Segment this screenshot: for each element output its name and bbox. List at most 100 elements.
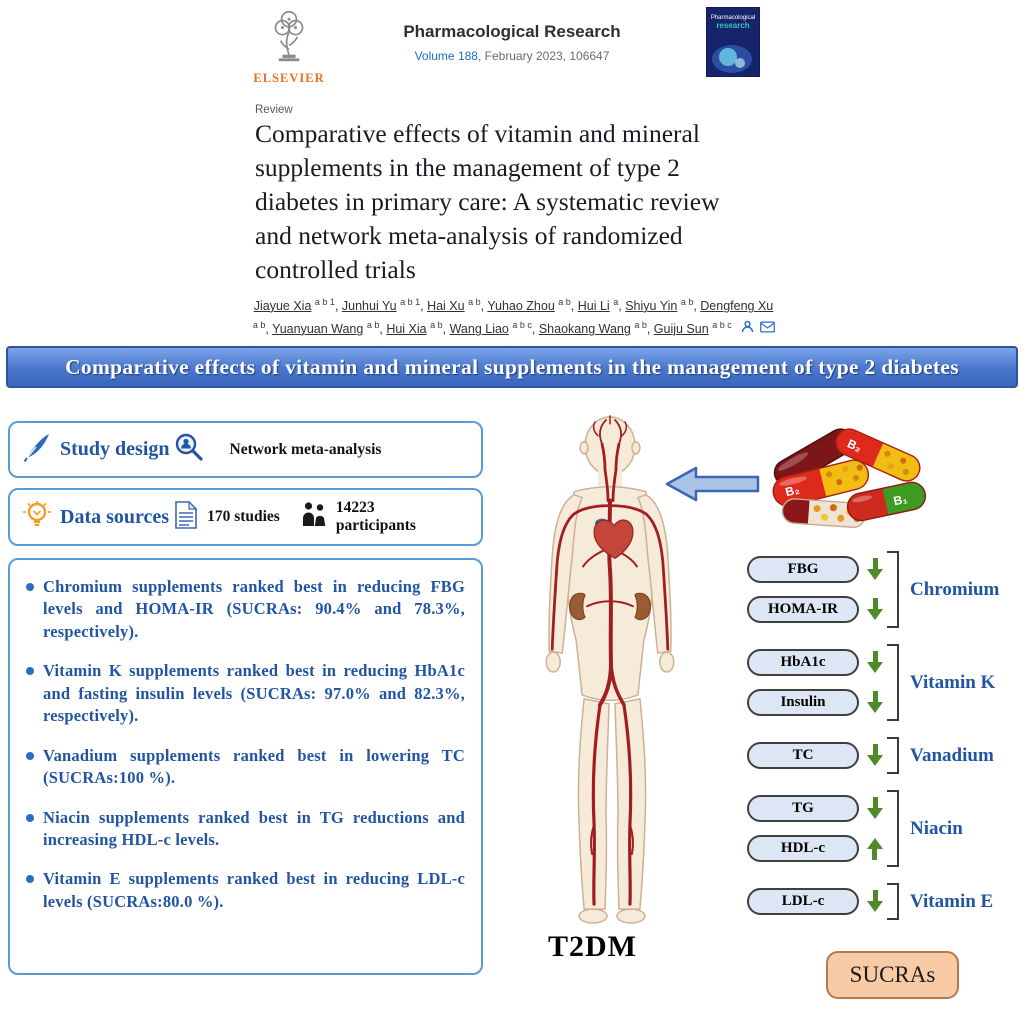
bullet-dot-icon bbox=[26, 667, 34, 676]
article-type-label: Review bbox=[255, 104, 293, 116]
finding-item: Vitamin E supplements ranked best in red… bbox=[24, 868, 465, 913]
finding-text: Vanadium supplements ranked best in lowe… bbox=[43, 745, 465, 788]
elsevier-tree-icon bbox=[259, 10, 319, 68]
author-superscript: a b bbox=[555, 297, 571, 307]
finding-text: Vitamin E supplements ranked best in red… bbox=[43, 869, 465, 911]
supplement-label: Chromium bbox=[910, 578, 1000, 600]
author: Yuanyuan Wang a b, bbox=[272, 320, 386, 337]
supplement-pills-illustration: B₂ B₂ bbox=[758, 416, 928, 536]
author: Hui Xia a b, bbox=[386, 320, 450, 337]
data-sources-label: Data sources bbox=[60, 505, 170, 528]
article-title: Comparative effects of vitamin and miner… bbox=[255, 119, 720, 284]
journal-title[interactable]: Pharmacological Research bbox=[403, 22, 621, 41]
author-link[interactable]: Jiayue Xia bbox=[253, 299, 312, 314]
outcome-badge: TC bbox=[747, 742, 859, 769]
author: Guiju Sun a b c bbox=[653, 320, 735, 337]
author-superscript: a b bbox=[631, 320, 647, 331]
badge-row: HbA1c bbox=[747, 649, 883, 676]
studies-count: 170 studies bbox=[207, 508, 280, 525]
author-link[interactable]: Shaokang Wang bbox=[538, 322, 631, 337]
author-link[interactable]: Yuhao Zhou bbox=[487, 299, 555, 314]
outcome-badge: FBG bbox=[747, 556, 859, 583]
direction-arrow-icon bbox=[867, 837, 883, 860]
human-body-vascular-illustration bbox=[488, 406, 738, 934]
author-link[interactable]: Guiju Sun bbox=[653, 322, 709, 337]
author-link[interactable]: Hui Li bbox=[577, 299, 610, 314]
author-link[interactable]: Hai Xu bbox=[427, 299, 465, 314]
graphical-abstract-banner: Comparative effects of vitamin and miner… bbox=[6, 346, 1018, 388]
pill-label: B₂ bbox=[845, 436, 864, 455]
cover-subtitle: research bbox=[716, 21, 749, 30]
volume-link[interactable]: Volume 188 bbox=[414, 49, 478, 63]
bracket bbox=[887, 790, 899, 867]
outcome-group: TG HDL-c Niacin bbox=[747, 790, 1019, 867]
author-link[interactable]: Junhui Yu bbox=[341, 299, 397, 314]
bullet-dot-icon bbox=[26, 875, 34, 884]
person-icon[interactable] bbox=[741, 319, 754, 341]
badge-row: Insulin bbox=[747, 689, 883, 716]
finding-text: Vitamin K supplements ranked best in red… bbox=[43, 661, 465, 726]
badge-row: FBG bbox=[747, 556, 883, 583]
data-sources-box: Data sources 170 studies 14223 part bbox=[8, 488, 483, 546]
lightbulb-icon bbox=[22, 499, 52, 536]
author-separator: , bbox=[693, 299, 701, 314]
study-design-box: Study design Network meta-analysis bbox=[8, 421, 483, 478]
supplement-label: Vitamin E bbox=[910, 890, 994, 912]
supplement-label: Niacin bbox=[910, 817, 963, 839]
author-link[interactable]: Wang Liao bbox=[449, 322, 509, 337]
badge-column: FBG HOMA-IR bbox=[747, 556, 883, 623]
author-superscript: a b c bbox=[509, 320, 532, 331]
left-arrow-icon bbox=[664, 466, 760, 502]
key-findings-box: Chromium supplements ranked best in redu… bbox=[8, 558, 483, 975]
outcomes-panel: FBG HOMA-IR Chromium HbA1c Insulin Vitam… bbox=[747, 551, 1019, 941]
cover-title: Pharmacological bbox=[711, 15, 755, 21]
badge-column: HbA1c Insulin bbox=[747, 649, 883, 716]
author: Wang Liao a b c, bbox=[449, 320, 539, 337]
finding-item: Vitamin K supplements ranked best in red… bbox=[24, 660, 465, 727]
author-superscript: a b 1 bbox=[397, 297, 421, 307]
badge-row: TG bbox=[747, 795, 883, 822]
outcome-badge: LDL-c bbox=[747, 888, 859, 915]
outcome-group: HbA1c Insulin Vitamin K bbox=[747, 644, 1019, 721]
elsevier-wordmark: ELSEVIER bbox=[253, 71, 325, 85]
participants-count: 14223 participants bbox=[335, 499, 416, 534]
volume-line: Volume 188, February 2023, 106647 bbox=[300, 49, 724, 63]
author-link[interactable]: Dengfeng Xu bbox=[700, 299, 774, 314]
badge-row: HDL-c bbox=[747, 835, 883, 862]
elsevier-logo[interactable]: ELSEVIER bbox=[252, 8, 326, 86]
author-link[interactable]: Shiyu Yin bbox=[625, 299, 678, 314]
author-superscript: a bbox=[610, 297, 619, 307]
body-label: T2DM bbox=[548, 930, 637, 963]
outcome-badge: HbA1c bbox=[747, 649, 859, 676]
direction-arrow-icon bbox=[867, 691, 883, 714]
author-superscript: a b bbox=[465, 297, 481, 307]
author-link[interactable]: Hui Xia bbox=[386, 322, 427, 337]
supplement-label: Vitamin K bbox=[910, 671, 996, 693]
outcome-badge: HOMA-IR bbox=[747, 596, 859, 623]
direction-arrow-icon bbox=[867, 890, 883, 913]
author: Yuhao Zhou a b, bbox=[487, 297, 577, 314]
badge-row: LDL-c bbox=[747, 888, 883, 915]
author: Junhui Yu a b 1, bbox=[341, 297, 428, 314]
outcome-badge: Insulin bbox=[747, 689, 859, 716]
magnifier-person-icon bbox=[174, 432, 204, 467]
finding-item: Chromium supplements ranked best in redu… bbox=[24, 576, 465, 643]
bracket bbox=[887, 737, 899, 774]
sucras-box: SUCRAs bbox=[826, 951, 959, 999]
author-list: Jiayue Xia a b 1, Junhui Yu a b 1, Hai X… bbox=[250, 295, 778, 341]
outcome-badge: HDL-c bbox=[747, 835, 859, 862]
journal-cover[interactable]: Pharmacological research bbox=[705, 6, 761, 78]
bullet-dot-icon bbox=[26, 583, 34, 591]
pill-label: B₁ bbox=[892, 492, 908, 509]
study-design-value: Network meta-analysis bbox=[229, 440, 382, 458]
envelope-icon[interactable] bbox=[760, 319, 776, 341]
author-link[interactable]: Yuanyuan Wang bbox=[272, 322, 364, 337]
people-icon bbox=[300, 501, 328, 534]
author-separator: , bbox=[420, 299, 428, 314]
author-separator: , bbox=[442, 322, 450, 337]
direction-arrow-icon bbox=[867, 797, 883, 820]
finding-text: Niacin supplements ranked best in TG red… bbox=[43, 807, 465, 849]
findings-list: Chromium supplements ranked best in redu… bbox=[24, 576, 465, 913]
outcome-group: TC Vanadium bbox=[747, 737, 1019, 774]
